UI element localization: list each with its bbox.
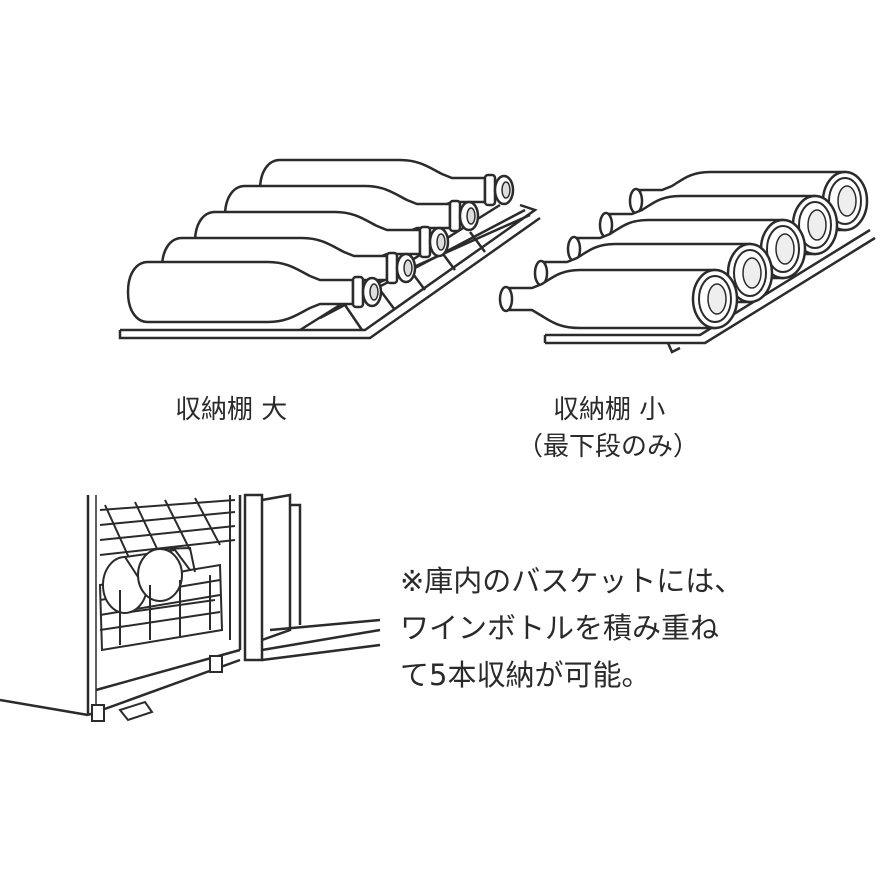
basket-note-line-3: て5本収納が可能。 <box>400 658 651 692</box>
small-shelf-sublabel: （最下段のみ） <box>517 432 700 462</box>
fridge-interior-illustration <box>0 493 381 722</box>
basket-note: ※庫内のバスケットには、 ワインボトルを積み重ね て5本収納が可能。 <box>400 558 743 699</box>
small-shelf-rack <box>543 228 876 354</box>
basket-note-line-2: ワインボトルを積み重ね <box>400 611 720 645</box>
small-shelf-illustration <box>498 170 876 354</box>
basket-note-line-1: ※庫内のバスケットには、 <box>400 564 744 598</box>
large-shelf-label: 収納棚 大 <box>175 395 288 425</box>
small-shelf-label: 収納棚 小 <box>553 395 666 425</box>
large-shelf-illustration <box>118 158 541 340</box>
